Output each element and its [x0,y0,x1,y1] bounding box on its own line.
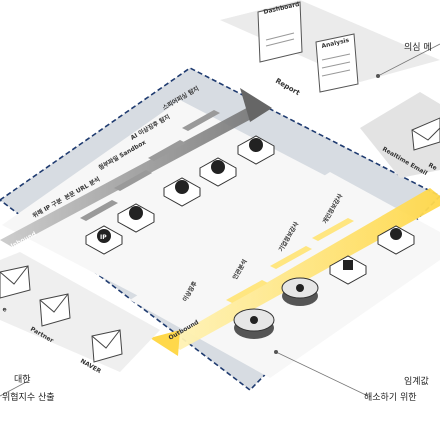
leader-dot-top [376,74,380,78]
leader-dot-right [274,350,278,354]
bottom-right-caption-2: 해소하기 위한 [364,392,417,403]
partner-envelope-1 [0,265,31,299]
ip-icon: IP [100,234,107,241]
correlation-icon [296,284,304,292]
link-icon [129,206,143,220]
report-platform: Dashboard Analysis Report [220,0,440,97]
module-correlation [281,277,319,306]
anomaly-icon [250,316,258,324]
module-personal-audit [377,225,415,255]
top-right-caption: 의심 메 [404,42,432,53]
bottom-right-caption-1: 임계값 [404,375,429,387]
fishhook-icon [249,138,263,152]
partner-envelope-2 [39,293,71,327]
sandbox-icon [175,180,189,194]
dashboard-card: Dashboard [257,1,303,63]
module-url [117,203,155,233]
leader-line-left [0,379,31,397]
module-anomaly [233,308,275,339]
outbound-arrow [150,188,440,356]
module-spear [237,135,275,165]
inbound-step-lanes [80,110,220,221]
module-ip: IP [85,225,123,255]
module-sandbox [163,177,201,207]
bottom-left-caption-2: 위협지수 산출 [2,391,55,403]
partner-partial-label: e [1,306,8,314]
inbound-arrow [0,88,272,247]
report-title: Report [274,77,302,98]
analysis-card: Analysis [315,33,359,93]
leader-line-top [377,43,440,77]
realtime-platform [360,92,440,178]
gear-icon [390,228,402,240]
ai-icon [211,160,225,174]
document-icon [343,260,353,270]
leader-line-right [275,351,369,397]
realtime-partial-label: Re [427,162,438,172]
module-enterprise-audit [329,255,367,285]
partner-envelope-naver [91,329,123,363]
bottom-left-caption-1: 대한 [14,374,31,385]
module-ai [199,157,237,187]
realtime-email-envelope [411,117,440,151]
outbound-step-lanes [226,218,354,303]
